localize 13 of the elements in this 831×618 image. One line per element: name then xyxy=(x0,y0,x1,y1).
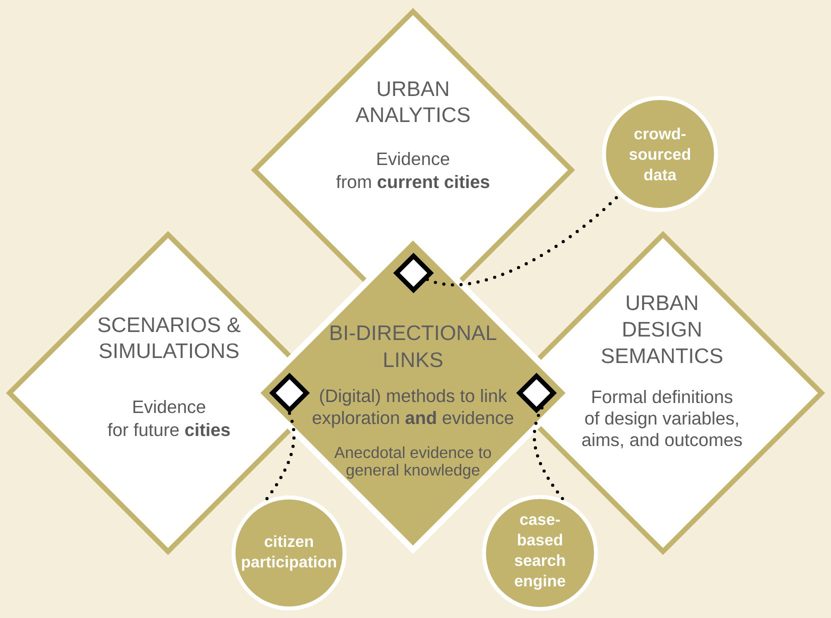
dotted-line xyxy=(264,412,296,502)
dotted-line xyxy=(426,193,621,286)
heading: URBAN DESIGN SEMANTICS xyxy=(602,296,722,364)
heading: URBAN ANALYTICS xyxy=(355,82,470,122)
heading: SCENARIOS & SIMULATIONS xyxy=(98,317,240,358)
description: Evidence from current cities xyxy=(336,152,490,188)
description: Evidence for future cities xyxy=(108,400,230,436)
note: Anecdotal evidence to general knowledge xyxy=(334,446,491,479)
dotted-line xyxy=(532,406,566,502)
description: Formal definitions of design variables, aims, and outcomes xyxy=(582,390,742,448)
heading: BI-DIRECTIONAL LINKS xyxy=(330,325,496,368)
theme-diamond xyxy=(250,8,576,282)
description: (Digital) methods to link exploration and evidence xyxy=(312,388,514,428)
